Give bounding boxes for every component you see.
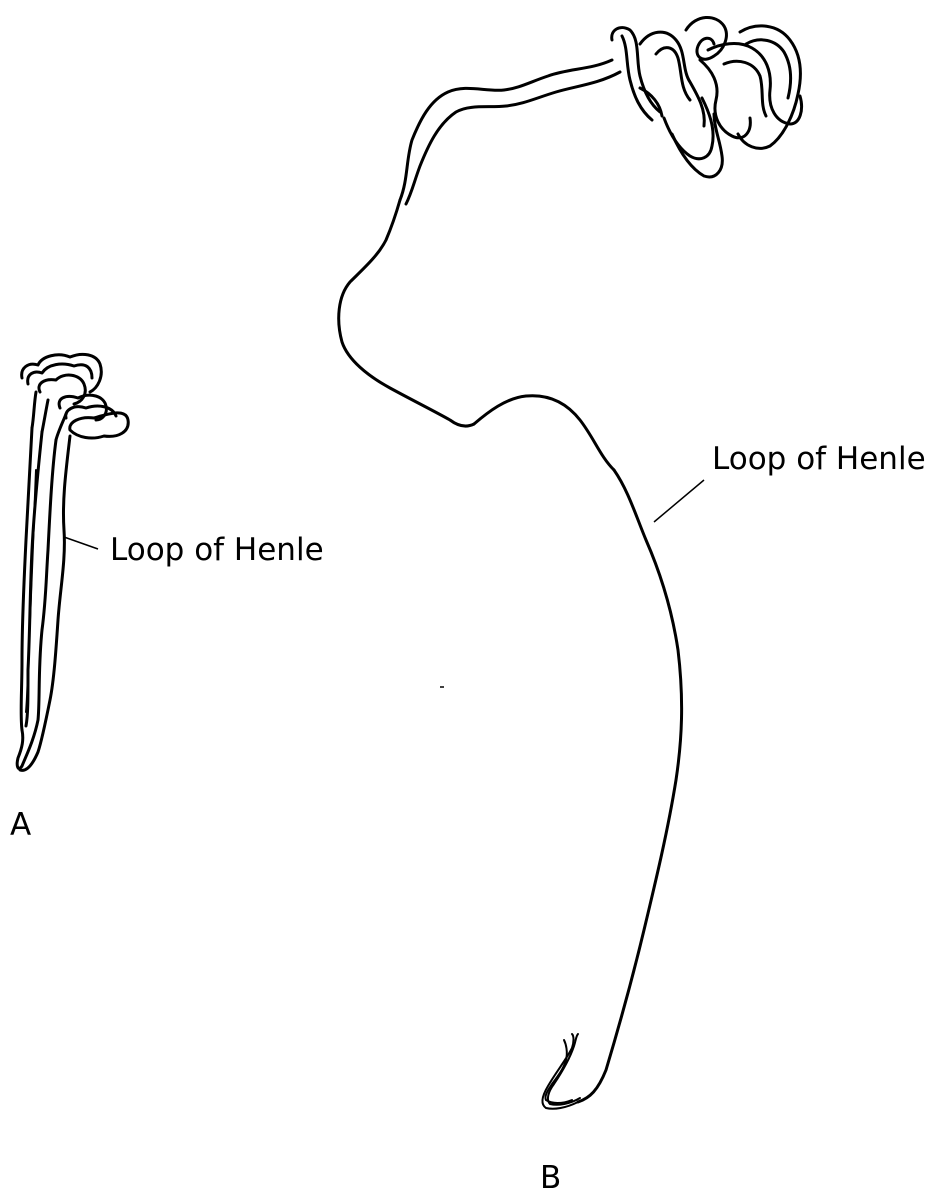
nephron-a-letter: A bbox=[10, 807, 31, 843]
nephron-b-convoluted-tubules bbox=[612, 17, 802, 176]
nephron-b-loop-label: Loop of Henle bbox=[712, 441, 926, 477]
nephron-a-loop-label: Loop of Henle bbox=[110, 532, 324, 568]
nephron-a-convoluted-tubules bbox=[22, 354, 129, 440]
nephron-a-leader-line bbox=[64, 537, 98, 549]
nephron-b-loop-of-henle bbox=[542, 470, 681, 1109]
nephron-a: Loop of Henle A bbox=[10, 354, 324, 843]
nephron-b-letter: B bbox=[540, 1160, 561, 1193]
nephron-b-leader-line bbox=[654, 480, 704, 522]
nephron-a-loop-of-henle bbox=[17, 428, 70, 770]
nephron-b: Loop of Henle B bbox=[339, 17, 926, 1193]
nephron-b-proximal-tubule bbox=[339, 60, 620, 470]
